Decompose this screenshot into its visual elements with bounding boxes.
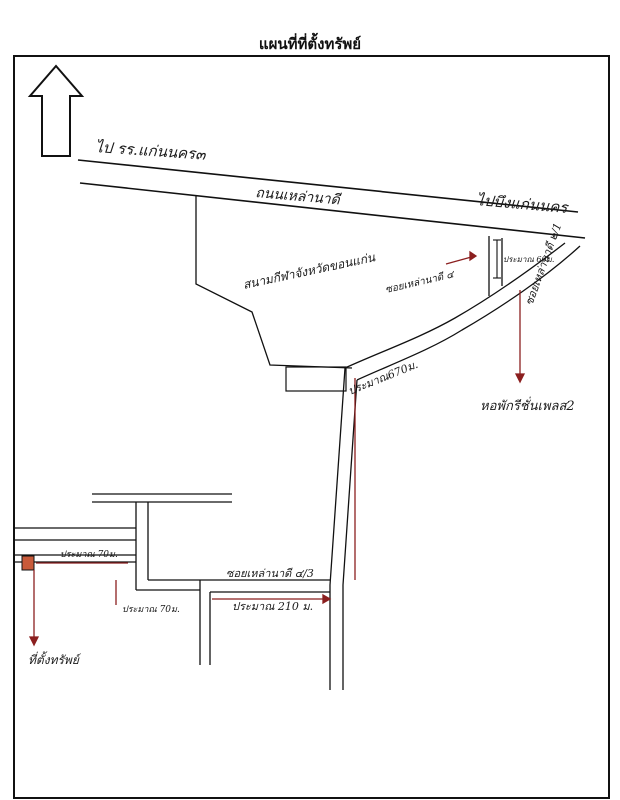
marker-60m [493, 239, 501, 279]
label-property: ที่ตั้งทรัพย์ [28, 651, 82, 667]
main-road [77, 159, 586, 239]
soi-2-1-road [344, 242, 581, 381]
label-soi-4: ซอยเหล่านาดี ๔ [384, 268, 456, 296]
label-soi-4-3: ซอยเหล่านาดี ๔/3 [226, 567, 314, 580]
vertical-road [329, 367, 358, 690]
label-approx-670: ประมาณ670ม. [346, 358, 420, 398]
label-approx-60: ประมาณ 60ม. [503, 255, 554, 264]
label-main-road: ถนนเหล่านาดี [255, 185, 343, 208]
stadium-annex [285, 366, 347, 392]
page-title: แผนที่ที่ตั้งทรัพย์ [258, 35, 362, 53]
stadium-outline [195, 195, 353, 369]
map-frame [13, 55, 610, 799]
label-to-hospital: ไป รร.แก่นนคร๓ [95, 138, 207, 164]
label-approx-70-top: ประมาณ 70ม. [60, 550, 118, 560]
label-stadium: สนามกีฬาจังหวัดขอนแก่น [242, 250, 377, 292]
label-to-bueng: ไปบึงแก่นนคร [476, 191, 570, 217]
north-arrow-icon [27, 64, 85, 157]
soi-4-road [488, 236, 503, 296]
label-dorm: หอพักรีชั่นเพลส2 [480, 396, 575, 414]
label-approx-70-bottom: ประมาณ 70ม. [122, 605, 180, 615]
property-marker [21, 555, 35, 571]
left-roads [14, 493, 232, 591]
label-approx-210: ประมาณ 210 ม. [232, 600, 313, 613]
soi-4-3-road [199, 579, 330, 665]
pointer-arrows [28, 250, 526, 647]
